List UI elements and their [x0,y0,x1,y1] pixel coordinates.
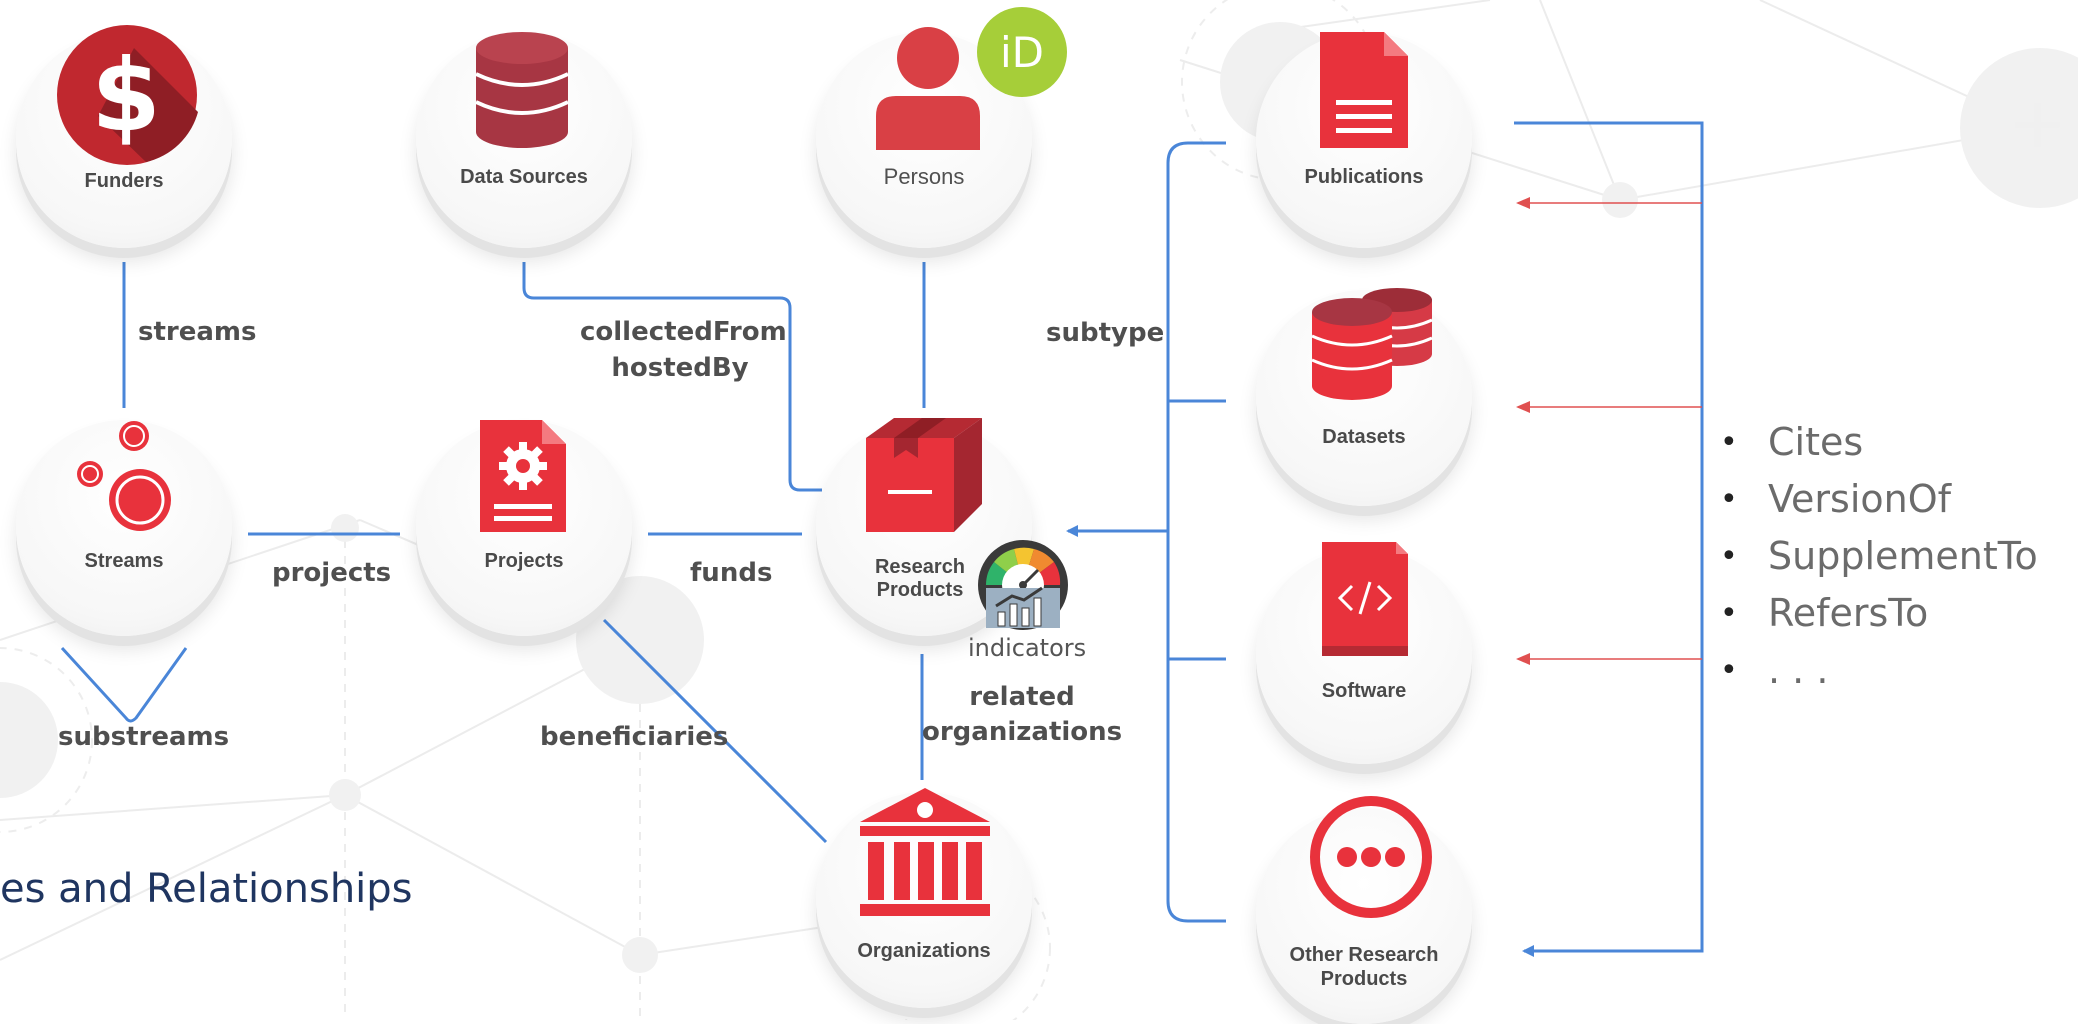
edge-label-funds: funds [690,558,773,588]
subtype-bracket [1166,141,1226,923]
bullet-icon: • [1720,596,1738,631]
bullet-icon: • [1720,539,1738,574]
document-icon [1320,32,1408,148]
person-icon [876,27,980,150]
relation-item-text: Cites [1768,420,1864,464]
beneficiaries-line [602,618,828,844]
relation-item: • Cites [1720,414,2038,471]
publications-label: Publications [1304,166,1424,188]
research-products-label-line2: Products [876,579,964,601]
orcid-icon [977,7,1067,97]
relation-item-text: VersionOf [1768,477,1952,521]
relation-item: • VersionOf [1720,471,2038,528]
bullet-icon: • [1720,482,1738,517]
relation-types-list: • Cites • VersionOf • SupplementTo • RefersT… [1720,414,2038,699]
relation-item: • . . . [1720,642,2038,699]
database-icon [475,32,569,148]
collected-from-line [522,262,822,492]
slide-title: es and Relationships [0,866,413,912]
bullet-icon: • [1720,425,1738,460]
edge-label-collected-from: collectedFrom [580,317,787,347]
other-research-products-label-line1: Other Research [1289,944,1439,966]
bank-icon [860,788,990,916]
code-icon [1322,542,1408,656]
edge-label-subtype: subtype [1046,318,1165,348]
software-label: Software [1321,680,1407,702]
streams-label: Streams [84,550,164,572]
datasets-label: Datasets [1322,426,1406,448]
research-products-label-line1: Research [874,556,966,578]
plus-icon: + [2008,82,2067,164]
orcid-mark: iD [999,28,1044,77]
indicators-label: indicators [968,634,1087,662]
relation-item-text: RefersTo [1768,591,1929,635]
ellipsis-icon [1310,796,1432,918]
box-icon [866,418,982,532]
svg-text:$: $ [91,37,161,154]
edge-label-hosted-by: hostedBy [611,353,749,383]
relation-item: • SupplementTo [1720,528,2038,585]
edge-label-beneficiaries: beneficiaries [540,722,729,752]
bubbles-icon [77,421,171,531]
organizations-label: Organizations [857,940,991,962]
other-research-products-label-line2: Products [1320,968,1408,990]
bullet-icon: • [1720,653,1738,688]
edge-label-related-line2: organizations [922,717,1123,747]
data-sources-label: Data Sources [460,166,588,188]
edge-label-streams: streams [138,317,257,347]
persons-label: Persons [883,164,965,189]
node-streams [16,420,232,636]
edge-label-substreams: substreams [58,722,230,752]
edge-label-related-line1: related [969,682,1075,712]
relation-item: • RefersTo [1720,585,2038,642]
projects-label: Projects [484,550,564,572]
dollar-icon: $ [57,25,198,165]
edge-label-projects: projects [272,558,392,588]
relation-item-text: . . . [1768,648,1829,692]
substreams-line [60,646,188,723]
gear-document-icon [480,420,566,532]
datasets-icon [1311,288,1433,400]
funders-label: Funders [84,170,164,192]
gauge-icon [978,540,1068,630]
relation-bracket [1514,121,1704,957]
relation-item-text: SupplementTo [1768,534,2038,578]
